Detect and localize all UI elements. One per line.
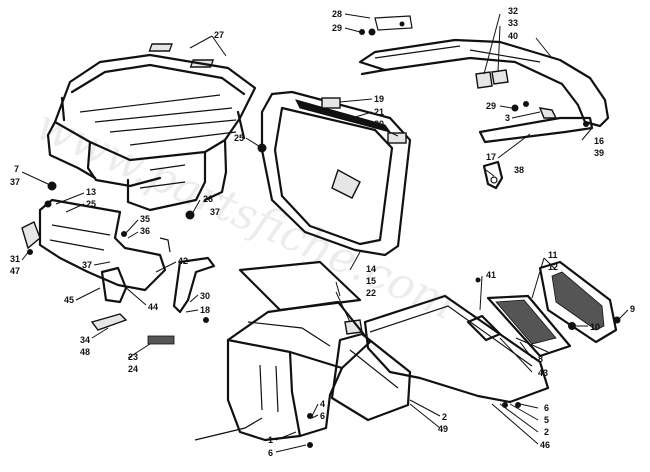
callout-15[interactable]: 15 [366, 276, 376, 286]
callout-21[interactable]: 21 [374, 107, 384, 117]
seat-back-frame[interactable] [257, 90, 412, 257]
callout-30[interactable]: 30 [200, 291, 210, 301]
grab-handle-rail[interactable] [358, 15, 610, 144]
callout-4[interactable]: 4 [320, 399, 325, 409]
callout-9[interactable]: 9 [630, 304, 635, 314]
hitch-mechanism[interactable] [21, 181, 216, 314]
callout-14[interactable]: 14 [366, 264, 376, 274]
bracket-38[interactable] [482, 160, 504, 190]
callout-42[interactable]: 42 [178, 256, 188, 266]
callout-3[interactable]: 3 [505, 113, 510, 123]
storage-bin[interactable] [194, 300, 372, 442]
pad-34-48[interactable] [90, 313, 128, 331]
callout-41[interactable]: 41 [486, 270, 496, 280]
hardware-25-3[interactable] [511, 104, 558, 119]
callout-8[interactable]: 8 [538, 354, 543, 364]
callout-38[interactable]: 38 [514, 165, 524, 175]
decal-20[interactable] [387, 132, 407, 144]
callout-12[interactable]: 12 [548, 262, 558, 272]
callout-29[interactable]: 29 [486, 101, 496, 111]
callout-6[interactable]: 6 [320, 411, 325, 421]
callout-20[interactable]: 20 [374, 119, 384, 129]
callout-labels: 27 7 37 13 25 26 37 35 36 31 47 37 42 44… [10, 6, 635, 458]
fastener-dots [27, 29, 589, 448]
callout-32[interactable]: 32 [508, 6, 518, 16]
callout-17[interactable]: 17 [486, 152, 496, 162]
callout-2[interactable]: 2 [442, 412, 447, 422]
cargo-rack[interactable] [46, 53, 257, 212]
leader-lines [21, 13, 629, 453]
callout-48[interactable]: 48 [80, 347, 90, 357]
callout-43[interactable]: 43 [538, 368, 548, 378]
callout-16[interactable]: 16 [594, 136, 604, 146]
callout-7[interactable]: 7 [14, 164, 19, 174]
callout-25[interactable]: 25 [86, 199, 96, 209]
callout-40[interactable]: 40 [508, 31, 518, 41]
callout-45[interactable]: 45 [64, 295, 74, 305]
callout-36[interactable]: 36 [140, 226, 150, 236]
callout-34[interactable]: 34 [80, 335, 90, 345]
callout-1[interactable]: 1 [268, 435, 273, 445]
callout-27[interactable]: 27 [214, 30, 224, 40]
tail-light-assembly[interactable] [466, 260, 621, 358]
callout-22[interactable]: 22 [366, 288, 376, 298]
callout-13[interactable]: 13 [86, 187, 96, 197]
callout-37[interactable]: 37 [82, 260, 92, 270]
callout-49[interactable]: 49 [438, 424, 448, 434]
floor-mat[interactable] [238, 260, 363, 335]
decal-19[interactable] [321, 97, 341, 109]
callout-44[interactable]: 44 [148, 302, 158, 312]
callout-35[interactable]: 35 [140, 214, 150, 224]
callout-47[interactable]: 47 [10, 266, 20, 276]
strap-23-24[interactable] [147, 335, 175, 345]
callout-37[interactable]: 37 [210, 207, 220, 217]
callout-28[interactable]: 28 [332, 9, 342, 19]
callout-6[interactable]: 6 [268, 448, 273, 458]
callout-5[interactable]: 5 [544, 415, 549, 425]
callout-24[interactable]: 24 [128, 364, 138, 374]
callout-10[interactable]: 10 [590, 322, 600, 332]
callout-25[interactable]: 25 [234, 133, 244, 143]
callout-26[interactable]: 26 [203, 194, 213, 204]
callout-6[interactable]: 6 [544, 403, 549, 413]
callout-46[interactable]: 46 [540, 440, 550, 450]
callout-19[interactable]: 19 [374, 94, 384, 104]
callout-11[interactable]: 11 [548, 250, 558, 260]
callout-37[interactable]: 37 [10, 177, 20, 187]
callout-33[interactable]: 33 [508, 18, 518, 28]
callout-2[interactable]: 2 [544, 427, 549, 437]
callout-31[interactable]: 31 [10, 254, 20, 264]
callout-18[interactable]: 18 [200, 305, 210, 315]
callout-39[interactable]: 39 [594, 148, 604, 158]
callout-23[interactable]: 23 [128, 352, 138, 362]
bin-side-panel[interactable] [330, 332, 412, 422]
callout-29[interactable]: 29 [332, 23, 342, 33]
